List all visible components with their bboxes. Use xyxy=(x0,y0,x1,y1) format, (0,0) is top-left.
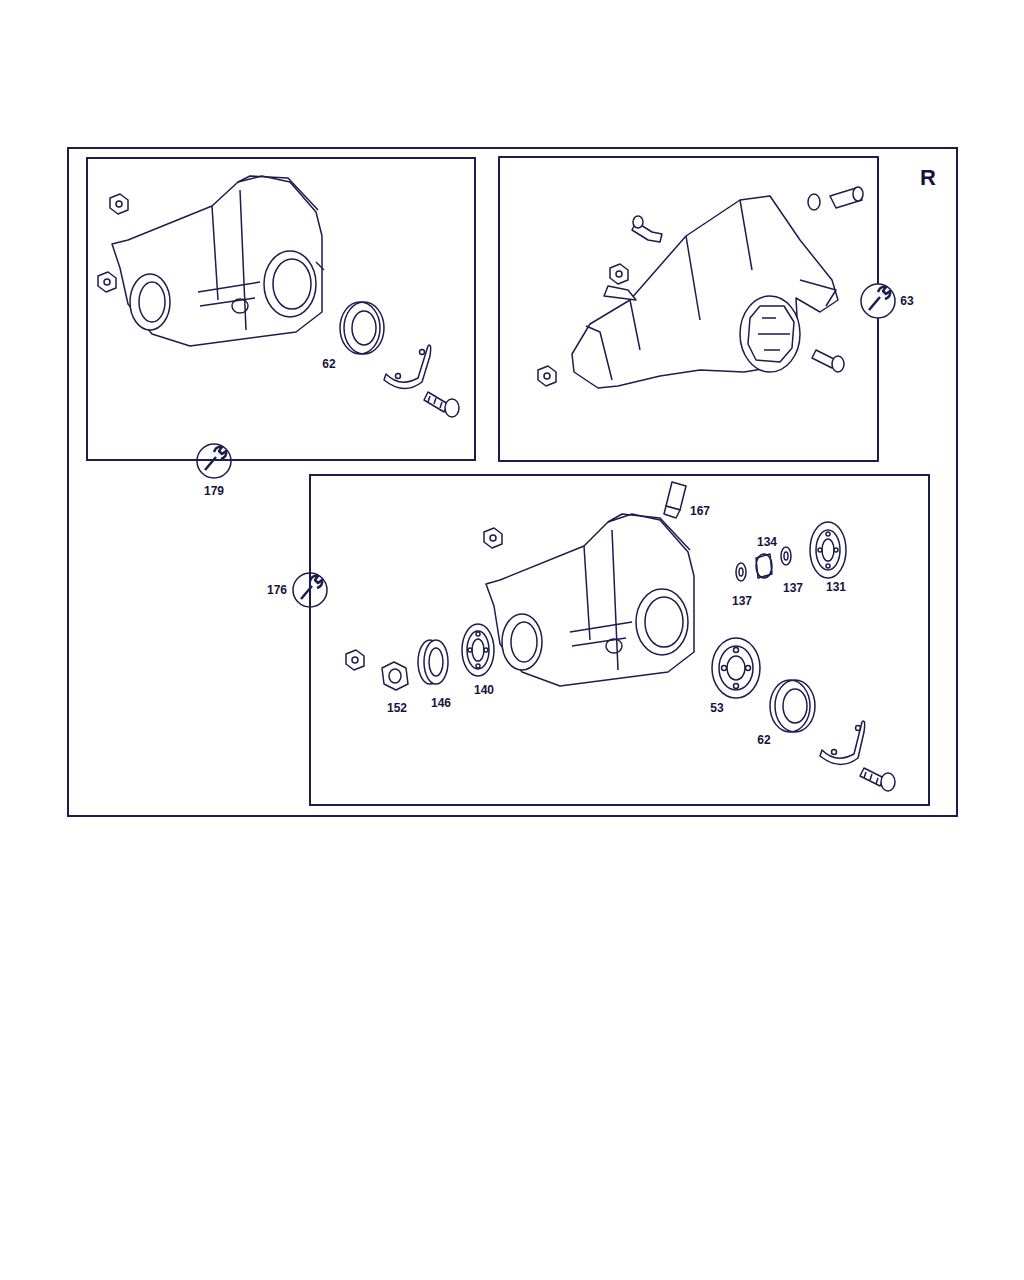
shaft-seal xyxy=(340,302,384,354)
differential-housing xyxy=(486,514,694,686)
callout-number: 137 xyxy=(783,581,803,595)
callout-number: 179 xyxy=(204,484,224,498)
retaining-clip xyxy=(820,721,865,764)
callout-number: 140 xyxy=(474,683,494,697)
hex-bolt xyxy=(424,392,459,417)
panel-frame: 167 134 137 137 131 152 146 140 53 62 xyxy=(309,474,930,806)
panel-frame: 62 xyxy=(86,157,476,461)
ball-bearing xyxy=(462,522,846,698)
section-letter: R xyxy=(920,166,936,190)
callout-number: 63 xyxy=(900,294,913,308)
hex-nut xyxy=(98,194,128,292)
callout-number: 167 xyxy=(690,504,710,518)
panel-frame: R 62 167 134 137 137 131 152 146 140 53 62 xyxy=(67,147,958,817)
callout-number: 53 xyxy=(710,701,723,715)
callout-number: 134 xyxy=(757,535,777,549)
shaft-seal xyxy=(770,680,815,732)
callout-number: 137 xyxy=(732,594,752,608)
panel-frame xyxy=(499,157,878,461)
washers-spacer xyxy=(736,547,791,581)
callout-number: 152 xyxy=(387,701,407,715)
flange-nut xyxy=(382,662,408,690)
callout-number: 176 xyxy=(267,583,287,597)
callout-number: 62 xyxy=(757,733,770,747)
axle-carrier xyxy=(572,196,838,388)
bolts-nuts xyxy=(538,187,863,386)
callout-number: 146 xyxy=(431,696,451,710)
hex-bolt xyxy=(860,768,895,791)
shaft-seal xyxy=(418,640,448,684)
callout-number: 62 xyxy=(322,357,335,371)
breather-valve xyxy=(664,482,686,518)
callout-number: 131 xyxy=(826,580,846,594)
wrench-symbol xyxy=(197,284,895,607)
retaining-clip xyxy=(384,345,431,388)
differential-housing xyxy=(112,176,324,346)
